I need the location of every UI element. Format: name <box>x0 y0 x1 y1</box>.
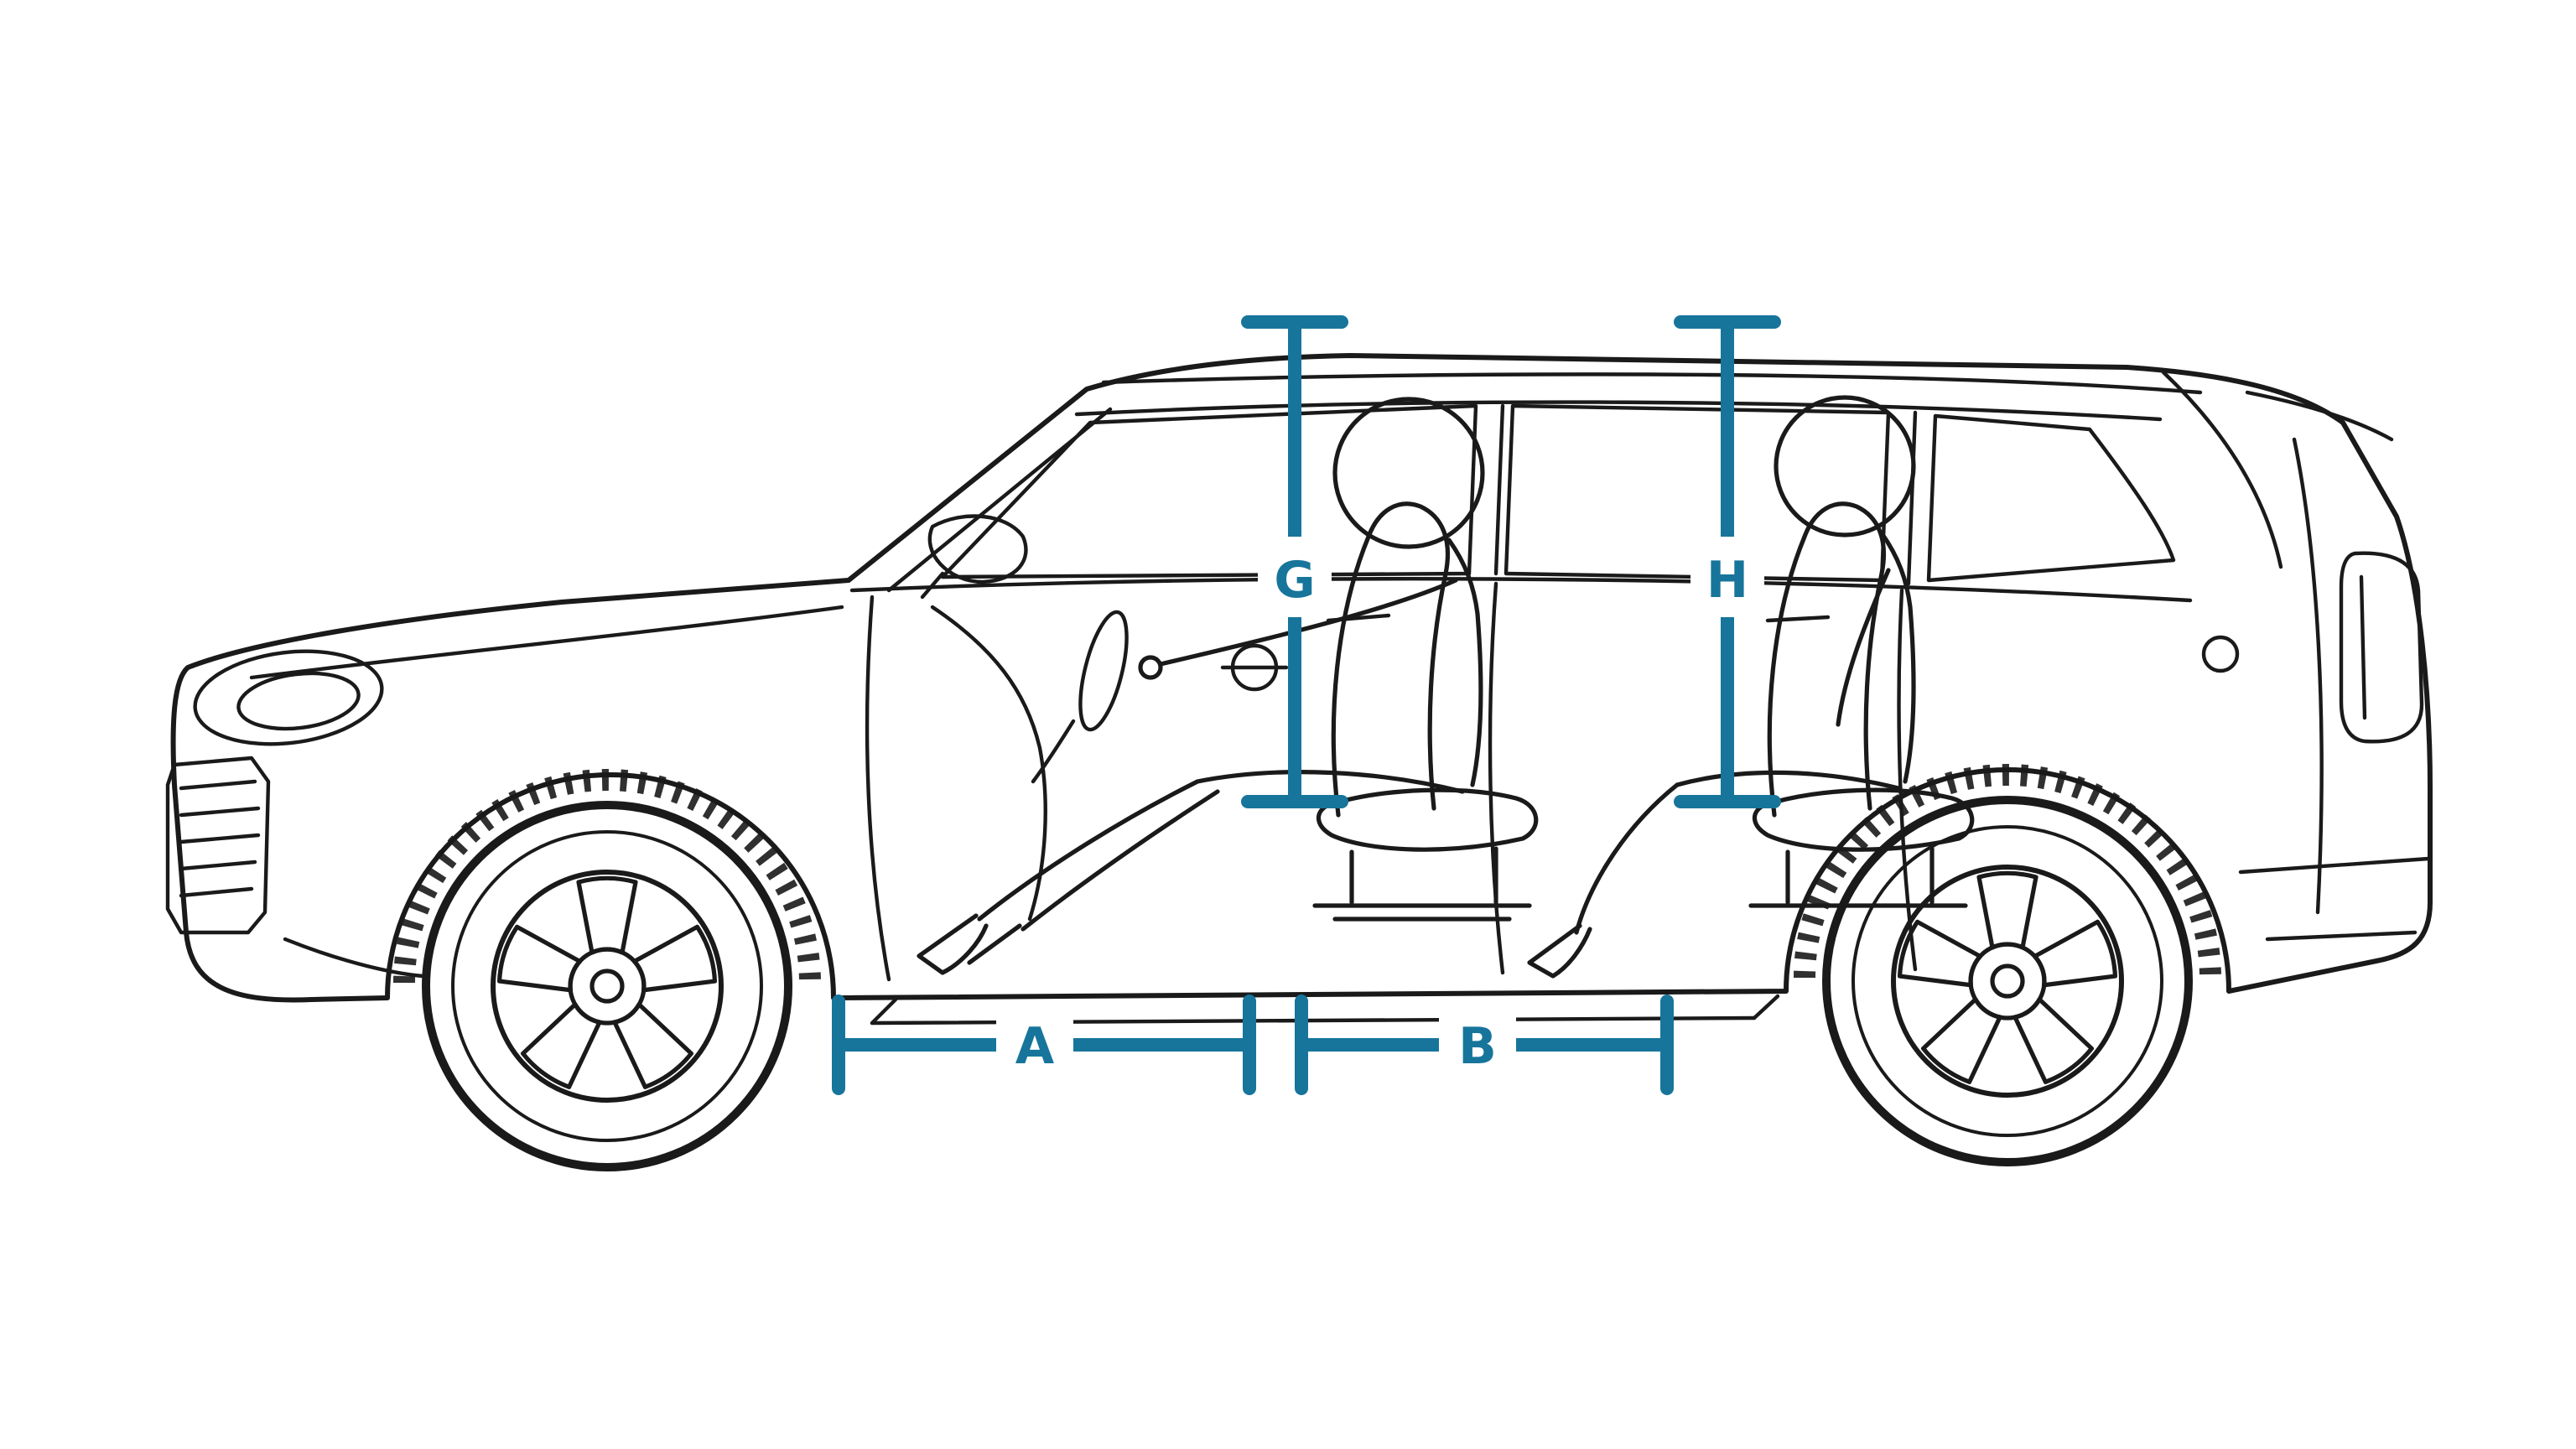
grille-slat <box>179 886 254 898</box>
front-occupant-arm <box>1158 578 1458 667</box>
front-wheel <box>422 801 792 1171</box>
label-knockout-h <box>1690 537 1764 617</box>
front-seat-cushion <box>1316 787 1539 852</box>
front-door-window <box>940 403 1478 579</box>
rear-hub-cap <box>1990 963 2025 999</box>
quarter-window <box>1926 413 2176 583</box>
roof-rail <box>1101 372 2203 395</box>
hood-seam-line <box>249 605 844 680</box>
wheel-spoke <box>1979 873 2036 948</box>
wheel-spoke <box>579 878 636 953</box>
front-occupant-second-leg <box>1021 789 1220 932</box>
front-occupant-second-foot <box>967 923 1022 965</box>
headlight-inner <box>236 671 361 731</box>
dimension-markers <box>832 315 1781 1095</box>
front-occupant-torso <box>1446 538 1483 787</box>
front-occupant-thigh <box>1195 770 1465 794</box>
front-tire-inner-edge <box>451 830 763 1142</box>
dimension-labels: G H A B <box>1015 551 1748 1076</box>
charge-port-cap <box>2201 635 2240 673</box>
dimension-g-label: G <box>1274 551 1315 610</box>
rear-occupant-foot <box>1527 923 1592 979</box>
rear-rim <box>1891 865 2124 1098</box>
dimension-h-label: H <box>1706 551 1748 610</box>
rear-seat-back <box>1767 501 1887 818</box>
rear-seat-cushion <box>1752 787 1975 852</box>
side-skirt-end-front <box>870 997 898 1026</box>
rear-bumper-lower-line <box>2265 930 2418 942</box>
mirror-stalk <box>920 571 945 600</box>
front-door-seam <box>865 595 891 982</box>
rear-fender-texture <box>1794 764 2221 979</box>
rear-wheel <box>1822 796 2193 1166</box>
taillight <box>2339 551 2424 744</box>
label-knockout-a <box>996 1006 1073 1083</box>
grille-slat <box>179 806 261 818</box>
dimension-b-label: B <box>1458 1017 1497 1076</box>
dimension-a-label: A <box>1015 1017 1055 1076</box>
interior-cutaway <box>917 395 1975 979</box>
side-skirt-end-rear <box>1752 994 1780 1021</box>
b-pillar <box>1493 403 1505 576</box>
rear-occupant-thigh <box>1675 770 1901 791</box>
tailgate-seam <box>2292 437 2324 915</box>
fender-arch-texture <box>393 764 2221 984</box>
rear-occupant-head <box>1774 395 1916 538</box>
steering-column <box>1031 719 1076 784</box>
front-grille <box>165 756 271 935</box>
d-pillar <box>2161 370 2283 569</box>
front-fender-texture <box>393 769 821 984</box>
rear-spoiler-underside <box>2245 390 2394 442</box>
front-occupant-head <box>1332 397 1485 549</box>
front-occupant-hand <box>1138 655 1163 680</box>
front-occupant-shin <box>977 779 1200 922</box>
label-knockout-g <box>1258 537 1332 617</box>
dashboard-outline <box>930 605 1047 922</box>
front-tire <box>422 801 792 1171</box>
grille-slat <box>179 860 257 871</box>
c-pillar <box>1906 410 1918 586</box>
beltline <box>849 577 2193 603</box>
rear-occupant-shin <box>1574 782 1680 935</box>
front-seat-back <box>1331 501 1451 818</box>
front-hub-cap <box>589 969 625 1004</box>
mid-door-seam <box>1488 581 1505 975</box>
front-bumper-chin <box>283 937 425 979</box>
label-knockout-b <box>1439 1006 1516 1083</box>
rear-tire-inner-edge <box>1852 825 2163 1137</box>
front-hub <box>568 947 647 1026</box>
steering-wheel <box>1078 610 1129 732</box>
headlight <box>193 649 384 746</box>
front-rim <box>491 870 724 1103</box>
rear-bumper-crease <box>2238 856 2431 875</box>
rear-seat-rails <box>1748 846 1968 908</box>
front-seat-rails <box>1312 846 1532 922</box>
side-mirror <box>927 514 1028 584</box>
front-occupant-foot <box>917 913 989 975</box>
grille-slat <box>179 833 261 844</box>
rear-occupant-arm <box>1836 568 1891 727</box>
rear-door-handle <box>1765 615 1831 623</box>
rear-tire <box>1822 796 2193 1166</box>
vehicle-side-view-illustration <box>165 353 2433 1171</box>
taillight-inner-line <box>2359 574 2367 720</box>
rear-hub <box>1968 942 2047 1021</box>
grille-slat <box>179 779 257 791</box>
window-top-line <box>1074 400 2163 422</box>
dimension-label-knockouts <box>996 537 1764 1083</box>
rear-occupant-torso <box>1879 531 1916 784</box>
